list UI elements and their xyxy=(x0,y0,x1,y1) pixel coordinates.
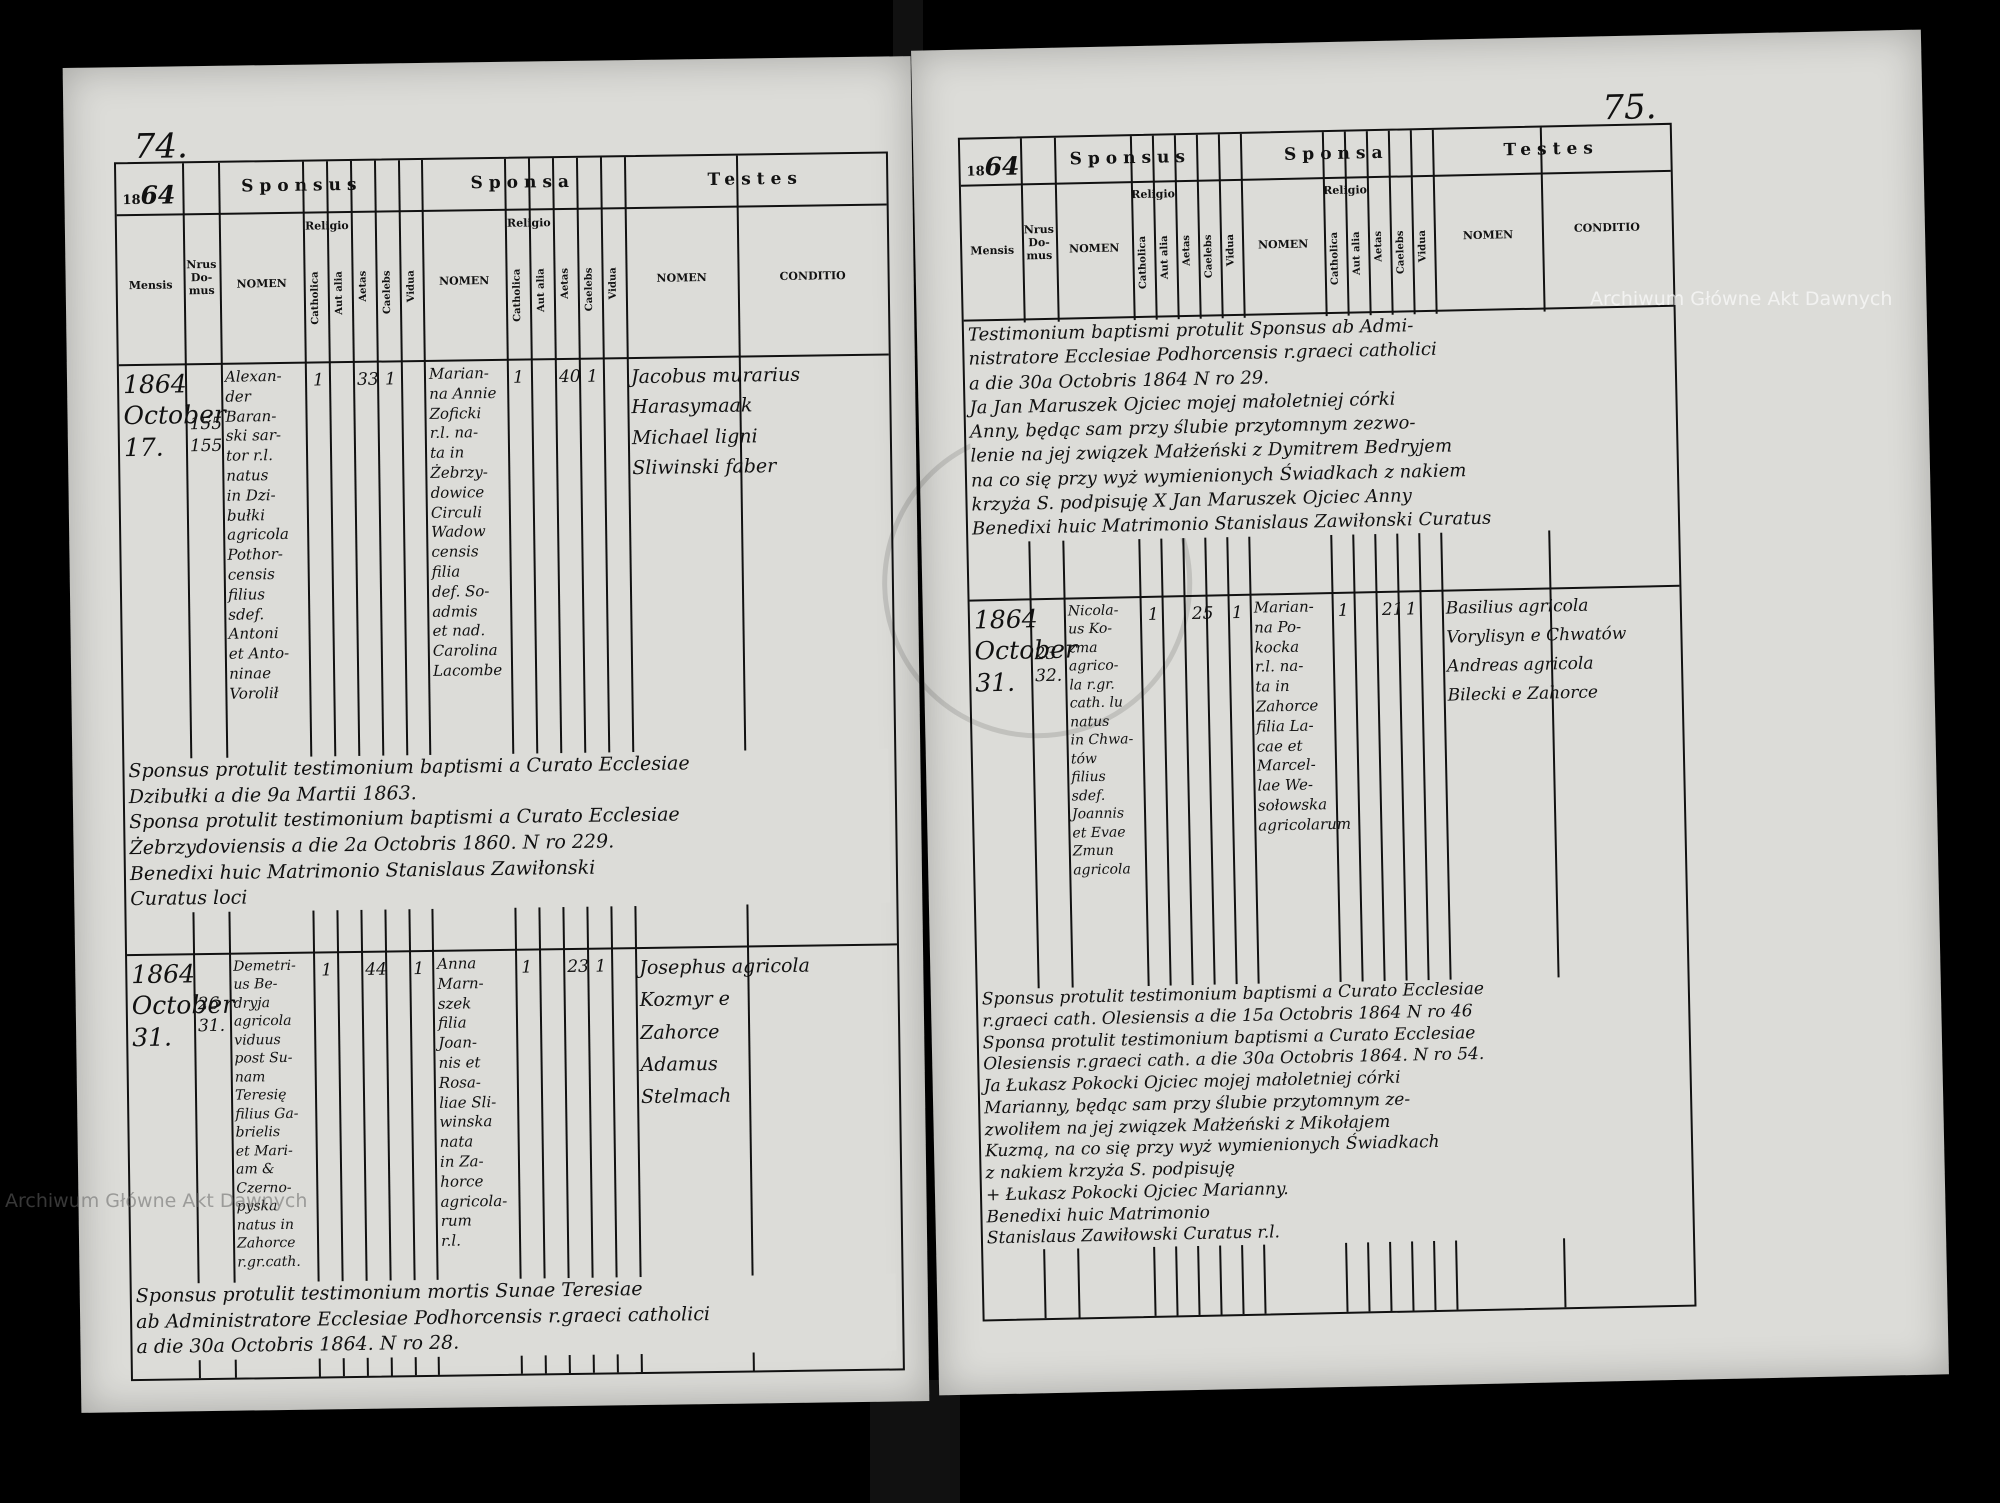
subheader-vidua-sponsa: Vidua xyxy=(607,267,619,300)
entry1-testes: Basilius agricola Vorylisyn e Chwatów An… xyxy=(1445,595,1627,706)
entry1-sponsa-age: 40 xyxy=(558,366,581,388)
subheader-nomen-sponsa: NOMEN xyxy=(1257,237,1309,252)
subheader-nrus-domus: Nrus Do- mus xyxy=(1023,222,1054,263)
subheader-religio-sponsa: Religio xyxy=(506,216,551,230)
header-sponsa: Sponsa xyxy=(1283,142,1389,165)
entry2-sponsa-name: Anna Marn- szek filia Joan- nis et Rosa-… xyxy=(437,954,508,1250)
subheader-nomen-testes: NOMEN xyxy=(656,271,707,285)
subheader-catholica-sponsa: Catholica xyxy=(511,268,524,322)
entry2-note: Sponsus protulit testimonium mortis Suna… xyxy=(135,1273,897,1361)
subheader-mensis: Mensis xyxy=(128,278,173,293)
subheader-nrus-domus: Nrus Do- mus xyxy=(186,257,217,298)
entry1-sponsus-religion: 1 xyxy=(1147,604,1159,625)
entry1-sponsa-age: 21 xyxy=(1381,599,1404,620)
entry1-sponsus-age: 25 xyxy=(1191,603,1214,624)
subheader-religio-sponsa: Religio xyxy=(1323,183,1368,198)
entry2-testes: Josephus agricola Kozmyr e Zahorce Adamu… xyxy=(639,954,811,1109)
entry1-testes: Jacobus murarius Harasymaak Michael lign… xyxy=(630,363,801,480)
register-table: 1864 Sponsus Sponsa Testes Mensis Nrus D… xyxy=(957,122,1697,1322)
entry2-sponsa-status: 1 xyxy=(595,956,607,977)
year-prefix: 1864 xyxy=(122,180,176,210)
entry1-sponsa-name: Marian- na Annie Zoficki r.l. na- ta in … xyxy=(428,364,503,680)
subheader-catholica: Catholica xyxy=(309,271,322,325)
subheader-nomen-testes: NOMEN xyxy=(1462,228,1514,243)
year-prefix: 1864 xyxy=(966,151,1020,182)
entry1-sponsus-name: Nicola- us Ko- zma agrico- la r.gr. cath… xyxy=(1067,602,1134,879)
subheader-caelebs: Caelebs xyxy=(381,270,394,315)
subheader-aetas-sponsa: Aetas xyxy=(559,267,571,299)
entry2-sponsa-religion: 1 xyxy=(521,957,533,978)
subheader-religio: Religio xyxy=(304,219,349,233)
subheader-caelebs-sponsa: Caelebs xyxy=(583,267,596,312)
subheader-vidua-sponsa: Vidua xyxy=(1416,229,1429,263)
entry1-sponsa-religion: 1 xyxy=(512,367,524,388)
header-sponsus: Sponsus xyxy=(240,174,363,197)
subheader-conditio: CONDITIO xyxy=(779,269,846,283)
subheader-caelebs: Caelebs xyxy=(1202,234,1215,279)
entry1-house: 155 155 xyxy=(189,413,223,457)
entry1-house: 23 32. xyxy=(1034,643,1063,687)
entry2-house: 26 31. xyxy=(197,993,226,1037)
subheader-nomen-sponsa: NOMEN xyxy=(438,274,490,288)
subheader-mensis: Mensis xyxy=(970,243,1015,258)
entry1-note: Sponsus protulit testimonium baptismi a … xyxy=(128,748,891,913)
subheader-conditio: CONDITIO xyxy=(1573,220,1641,235)
entry2-sponsus-status: 1 xyxy=(413,959,425,980)
entry1-sponsa-name: Marian- na Po- kocka r.l. na- ta in Zaho… xyxy=(1253,597,1352,835)
entry1-sponsus-religion: 1 xyxy=(312,370,325,391)
subheader-catholica-sponsa: Catholica xyxy=(1328,231,1342,286)
entry2-sponsa-age: 23 xyxy=(567,956,590,978)
subheader-nomen: NOMEN xyxy=(1068,241,1120,256)
watermark-left: Archiwum Główne Akt Dawnych xyxy=(5,1190,308,1212)
subheader-vidua: Vidua xyxy=(405,270,417,303)
right-page: 75. 1864 Sponsus Sponsa Testes Mensis Nr… xyxy=(878,29,1949,1396)
entry1-sponsus-status: 1 xyxy=(1231,602,1243,624)
header-testes: Testes xyxy=(707,168,804,190)
subheader-caelebs-sponsa: Caelebs xyxy=(1394,230,1407,275)
entry1-sponsus-name: Alexan- der Baran- ski sar- tor r.l. nat… xyxy=(224,366,290,703)
entry2-sponsus-religion: 1 xyxy=(321,960,333,981)
subheader-aetas: Aetas xyxy=(1180,234,1193,266)
subheader-aut-alia-sponsa: Aut alia xyxy=(1350,231,1363,276)
entry1-note: Sponsus protulit testimonium baptismi a … xyxy=(981,974,1688,1251)
entry2-sponsus-name: Demetri- us Be- dryja agricola viduus po… xyxy=(233,957,301,1271)
subheader-aut-alia: Aut alia xyxy=(1158,235,1171,280)
subheader-vidua: Vidua xyxy=(1224,233,1237,267)
top-note: Testimonium baptismi protulit Sponsus ab… xyxy=(967,308,1673,543)
header-testes: Testes xyxy=(1503,138,1600,161)
watermark-right: Archiwum Główne Akt Dawnych xyxy=(1590,288,1893,310)
subheader-aetas-sponsa: Aetas xyxy=(1372,230,1385,262)
subheader-religio: Religio xyxy=(1131,187,1176,202)
subheader-catholica: Catholica xyxy=(1136,235,1150,290)
header-sponsa: Sponsa xyxy=(470,171,576,194)
page-number: 75. xyxy=(1601,87,1657,129)
subheader-nomen: NOMEN xyxy=(236,276,287,291)
entry1-sponsus-age: 33 xyxy=(356,369,379,390)
entry2-sponsus-age: 44 xyxy=(365,959,388,980)
subheader-aut-alia-sponsa: Aut alia xyxy=(535,268,548,313)
subheader-aetas: Aetas xyxy=(357,270,369,302)
entry1-sponsa-status: 1 xyxy=(586,366,598,387)
entry1-sponsa-religion: 1 xyxy=(1337,600,1349,621)
entry1-sponsus-status: 1 xyxy=(384,369,396,390)
subheader-aut-alia: Aut alia xyxy=(333,271,346,315)
entry1-sponsa-status: 1 xyxy=(1405,599,1417,620)
header-sponsus: Sponsus xyxy=(1069,146,1192,170)
